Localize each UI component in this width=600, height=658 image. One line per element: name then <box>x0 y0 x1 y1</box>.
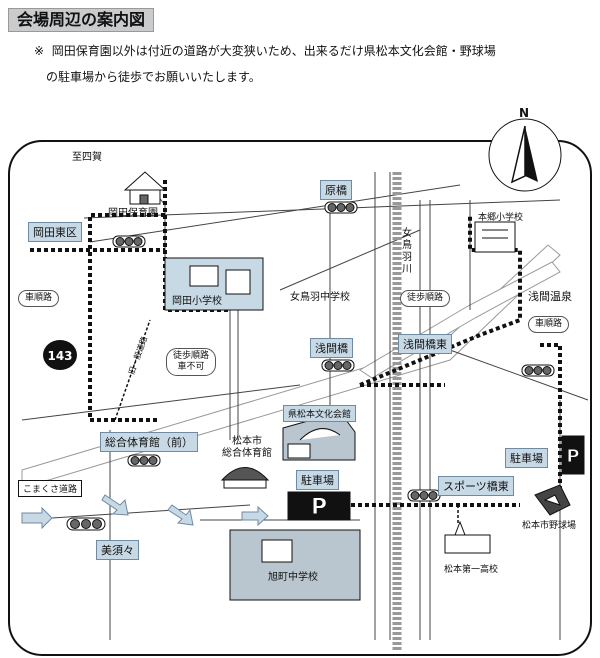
route-143-number: 143 <box>47 349 72 363</box>
north-arrow-icon <box>488 118 562 192</box>
asama-bashi-higashi-sign: 浅間橋東 <box>398 334 452 354</box>
compass-label: N <box>519 106 530 120</box>
note-line-1: ※ 岡田保育園以外は付近の道路が大変狭いため、出来るだけ県松本文化会館・野球場 <box>34 42 496 59</box>
komakusa-label: こまくさ道路 <box>18 480 83 497</box>
bunka-kaikan-sign: 県松本文化会館 <box>283 405 357 422</box>
walk-no-car-bubble: 徒歩順路 車不可 <box>166 348 217 376</box>
okada-hoikuen-icon <box>123 171 167 205</box>
parking-label-2: 駐車場 <box>505 448 548 468</box>
traffic-light-icon <box>127 454 161 467</box>
svg-text:P: P <box>311 495 327 520</box>
traffic-lights <box>66 201 555 531</box>
note-mark: ※ <box>34 44 45 58</box>
walk-route-bubble: 徒歩順路 <box>400 290 451 307</box>
asahimachi-school <box>229 529 361 601</box>
asahimachi-chu-label: 旭町中学校 <box>268 572 318 583</box>
asama-onsen-label: 浅間温泉 <box>528 290 572 303</box>
traffic-light-icon <box>321 359 355 372</box>
note-text-1: 岡田保育園以外は付近の道路が大変狭いため、出来るだけ県松本文化会館・野球場 <box>51 44 496 58</box>
to-shiga-label: 至四賀 <box>72 152 102 163</box>
page-title: 会場周辺の案内図 <box>8 8 155 32</box>
baseball-stadium-icon <box>534 484 571 516</box>
okada-school-building <box>164 257 264 311</box>
haraba-sign: 原橋 <box>320 180 352 200</box>
matsumoto-ichi-school-icon <box>444 520 491 554</box>
mejima-chu-label: 女鳥羽中学校 <box>290 292 350 303</box>
baseball-label: 松本市野球場 <box>522 521 577 531</box>
traffic-light-icon <box>407 489 441 502</box>
metoba-river-label: 女 鳥 羽 川 <box>402 228 412 275</box>
okada-higashi-sign: 岡田東区 <box>28 222 82 242</box>
motogo-sho-label: 本郷小学校 <box>478 213 524 223</box>
sogo-mae-sign: 総合体育館（前） <box>100 432 198 452</box>
misuzu-sign: 美須々 <box>96 540 139 560</box>
traffic-light-icon <box>324 201 358 214</box>
dotted-routes <box>30 180 562 507</box>
motogo-school-building <box>474 221 516 253</box>
matsumoto-gym-label: 松本市 総合体育館 <box>222 436 272 459</box>
sports-bashi-higashi-sign: スポーツ橋東 <box>438 476 514 496</box>
okada-sho-label: 岡田小学校 <box>172 296 222 307</box>
matsumoto-ichi-label: 松本第一高校 <box>444 565 499 575</box>
okada-hoikuen-label: 岡田保育園 <box>108 208 158 219</box>
walking-routes <box>114 319 459 525</box>
traffic-light-icon <box>112 235 146 248</box>
parking-sign-1: P <box>287 491 351 521</box>
car-route-bubble-1: 車順路 <box>18 290 60 307</box>
traffic-light-icon <box>521 364 555 377</box>
direction-arrows <box>21 494 269 530</box>
traffic-light-icon <box>66 517 106 531</box>
asama-bashi-sign: 浅間橋 <box>310 338 353 358</box>
parking-label-1: 駐車場 <box>296 470 339 490</box>
note-line-2: の駐車場から徒歩でお願いいたします。 <box>46 70 261 84</box>
car-route-bubble-2: 車順路 <box>528 316 570 333</box>
svg-text:P: P <box>566 446 579 467</box>
route-143-shield: 143 <box>43 340 77 370</box>
bunka-kaikan-building <box>282 411 356 461</box>
gym-building <box>220 467 270 489</box>
parking-sign-2: P <box>561 435 585 475</box>
